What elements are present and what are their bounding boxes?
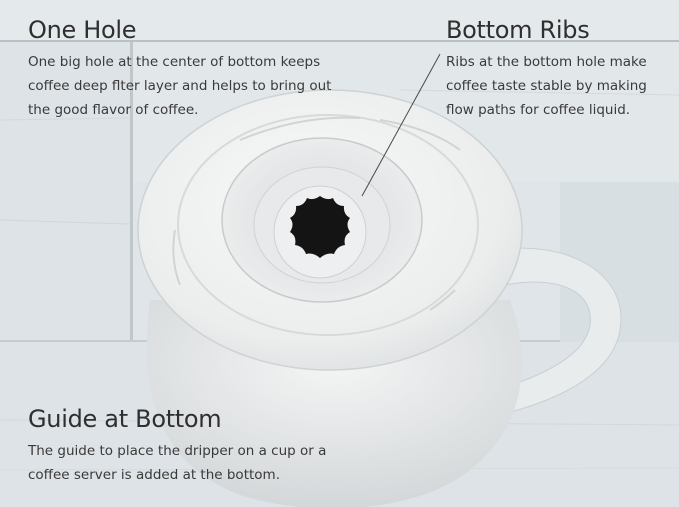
dripper-ring — [177, 114, 479, 336]
feature-title: Guide at Bottom — [28, 405, 222, 433]
feature-bottom-ribs: Bottom Ribs Ribs at the bottom hole make… — [446, 16, 676, 122]
bottom-hole — [273, 185, 367, 279]
feature-title: One Hole — [28, 16, 137, 44]
feature-title: Bottom Ribs — [446, 16, 590, 44]
feature-guide-at-bottom: Guide at Bottom The guide to place the d… — [28, 405, 358, 487]
feature-description: Ribs at the bottom hole make coffee tast… — [446, 54, 647, 118]
feature-description: The guide to place the dripper on a cup … — [28, 443, 327, 483]
feature-one-hole: One Hole One big hole at the center of b… — [28, 16, 358, 122]
feature-description: One big hole at the center of bottom kee… — [28, 54, 332, 118]
ribs-pointer-line — [361, 53, 441, 197]
embossed-marks — [172, 116, 461, 311]
